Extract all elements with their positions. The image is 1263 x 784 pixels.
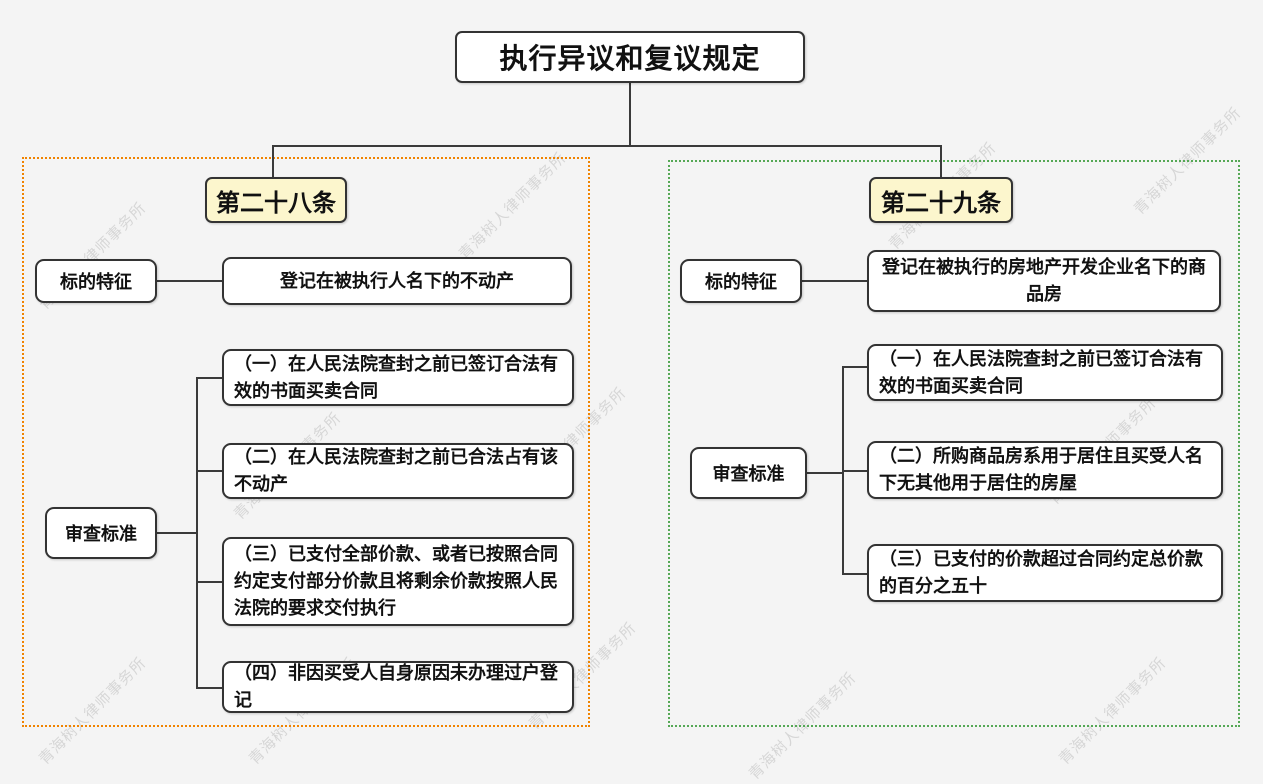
- article28-feature-text-node[interactable]: 登记在被执行人名下的不动产: [222, 257, 572, 305]
- connector-line: [629, 83, 631, 146]
- article29-feature-text-node[interactable]: 登记在被执行的房地产开发企业名下的商品房: [867, 250, 1221, 312]
- article28-criterion-3[interactable]: （三）已支付全部价款、或者已按照合同约定支付部分价款且将剩余价款按照人民法院的要…: [222, 537, 574, 626]
- connector-line: [802, 280, 867, 282]
- criterion-text: （四）非因买受人自身原因未办理过户登记: [234, 663, 558, 710]
- article28-group-border: [22, 157, 590, 727]
- article29-criteria-label-node[interactable]: 审查标准: [690, 447, 807, 499]
- article29-criterion-3[interactable]: （三）已支付的价款超过合同约定总价款的百分之五十: [867, 544, 1223, 602]
- connector-line: [157, 280, 223, 282]
- article29-node[interactable]: 第二十九条: [869, 177, 1013, 223]
- connector-line: [196, 377, 223, 379]
- root-node-label: 执行异议和复议规定: [499, 43, 761, 74]
- criterion-text: （二）在人民法院查封之前已合法占有该不动产: [234, 447, 558, 494]
- article29-label: 第二十九条: [881, 189, 1001, 217]
- criteria-label: 审查标准: [712, 464, 785, 484]
- connector-line: [940, 145, 942, 178]
- connector-line: [272, 145, 942, 147]
- article28-label: 第二十八条: [216, 189, 336, 217]
- connector-line: [842, 573, 867, 575]
- connector-line: [157, 532, 198, 534]
- feature-text: 登记在被执行的房地产开发企业名下的商品房: [882, 257, 1206, 304]
- article29-criterion-2[interactable]: （二）所购商品房系用于居住且买受人名下无其他用于居住的房屋: [867, 441, 1223, 499]
- connector-line: [196, 377, 198, 689]
- article28-feature-label-node[interactable]: 标的特征: [35, 259, 157, 303]
- article28-criterion-1[interactable]: （一）在人民法院查封之前已签订合法有效的书面买卖合同: [222, 349, 574, 406]
- connector-line: [272, 145, 274, 178]
- article28-criteria-label-node[interactable]: 审查标准: [45, 507, 157, 559]
- article29-criterion-1[interactable]: （一）在人民法院查封之前已签订合法有效的书面买卖合同: [867, 344, 1223, 401]
- connector-line: [807, 472, 844, 474]
- criterion-text: （二）所购商品房系用于居住且买受人名下无其他用于居住的房屋: [879, 446, 1203, 493]
- connector-line: [196, 687, 223, 689]
- article29-group-border: [668, 160, 1240, 727]
- connector-line: [196, 470, 223, 472]
- article28-node[interactable]: 第二十八条: [205, 177, 347, 223]
- article28-criterion-4[interactable]: （四）非因买受人自身原因未办理过户登记: [222, 661, 574, 713]
- connector-line: [842, 366, 867, 368]
- connector-line: [196, 581, 223, 583]
- criterion-text: （三）已支付全部价款、或者已按照合同约定支付部分价款且将剩余价款按照人民法院的要…: [234, 544, 558, 618]
- root-node[interactable]: 执行异议和复议规定: [455, 31, 805, 83]
- feature-label: 标的特征: [60, 272, 132, 292]
- criterion-text: （一）在人民法院查封之前已签订合法有效的书面买卖合同: [879, 348, 1203, 396]
- criteria-label: 审查标准: [65, 524, 137, 544]
- connector-line: [842, 470, 867, 472]
- feature-label: 标的特征: [705, 272, 777, 292]
- article29-feature-label-node[interactable]: 标的特征: [680, 259, 802, 303]
- criterion-text: （一）在人民法院查封之前已签订合法有效的书面买卖合同: [234, 353, 558, 401]
- criterion-text: （三）已支付的价款超过合同约定总价款的百分之五十: [879, 549, 1203, 596]
- article28-criterion-2[interactable]: （二）在人民法院查封之前已合法占有该不动产: [222, 443, 574, 499]
- feature-text: 登记在被执行人名下的不动产: [280, 270, 514, 291]
